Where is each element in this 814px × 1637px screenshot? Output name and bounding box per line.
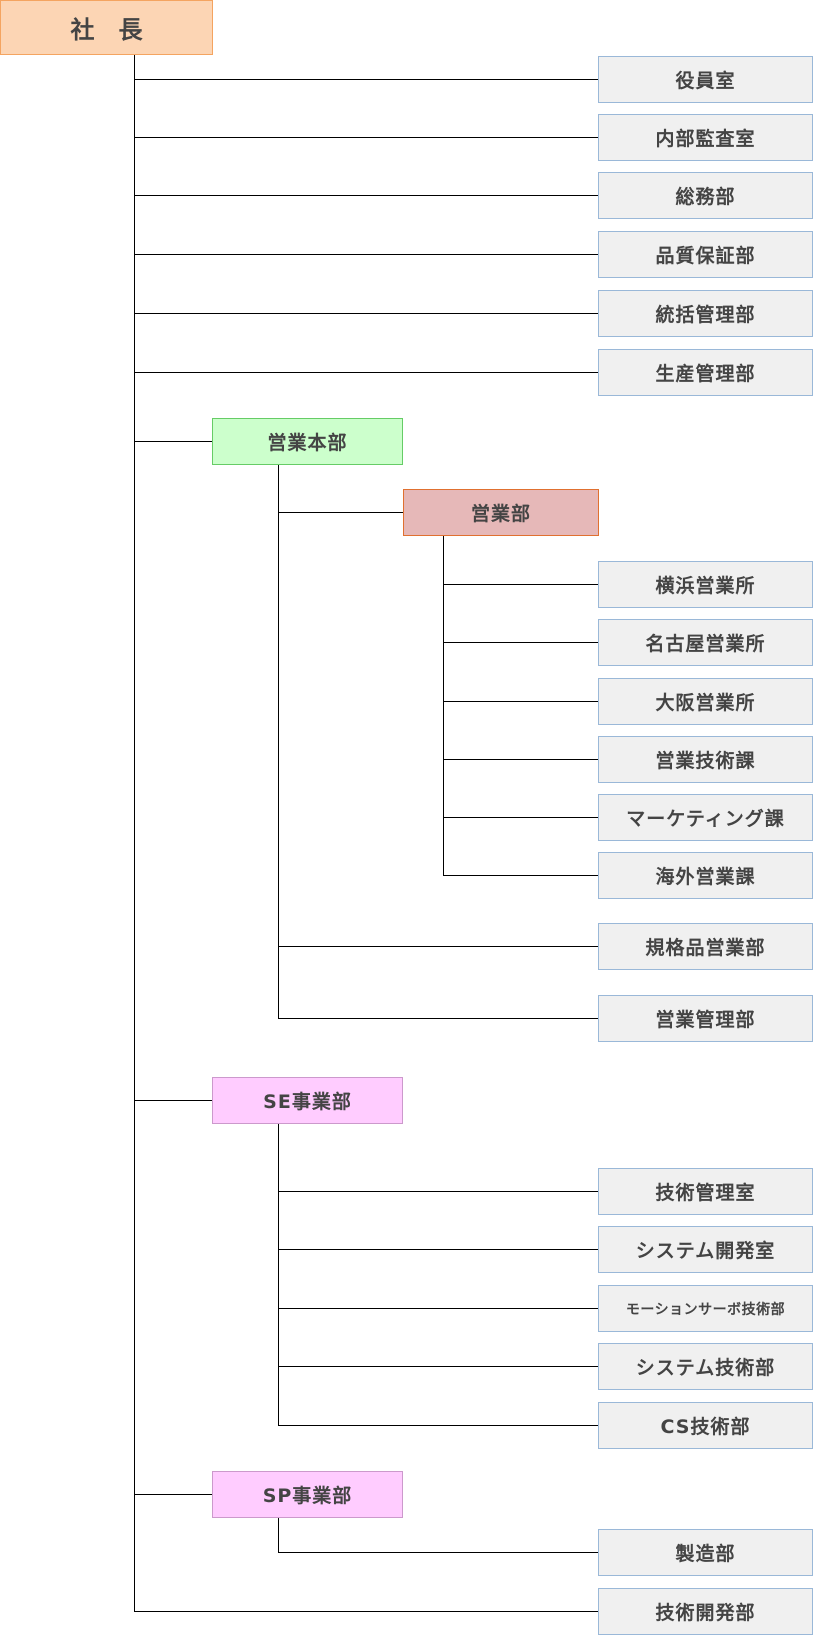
unit-label: 総務部	[675, 186, 736, 208]
unit-box-tokatsu: 統括管理部	[598, 290, 813, 337]
branch-line-cs-gijutsu	[278, 1425, 598, 1426]
unit-label: 横浜営業所	[655, 575, 756, 597]
branch-line-motion-servo	[278, 1308, 598, 1309]
sales-hq-box: 営業本部	[212, 418, 403, 465]
main-trunk-line	[134, 55, 135, 1611]
branch-line-sales-hq	[134, 441, 212, 442]
sp-division-trunk-line	[278, 1517, 279, 1552]
branch-line-gijutsu-kaihatsu	[134, 1611, 598, 1612]
branch-line-eigyo-kanri	[278, 1018, 598, 1019]
president-label: 社 長	[70, 16, 143, 44]
unit-box-gijutsu-kanri: 技術管理室	[598, 1168, 813, 1215]
branch-line-sales-dept	[278, 512, 403, 513]
branch-line-yakuinshitsu	[134, 79, 598, 80]
unit-box-yakuinshitsu: 役員室	[598, 56, 813, 103]
unit-box-eigyo-gijutsu: 営業技術課	[598, 736, 813, 783]
sales-hq-label: 営業本部	[267, 432, 348, 454]
unit-label: 規格品営業部	[645, 937, 766, 959]
branch-line-kikakuhin	[278, 946, 598, 947]
branch-line-system-kaihatsu	[278, 1249, 598, 1250]
unit-box-somu: 総務部	[598, 172, 813, 219]
branch-line-somu	[134, 195, 598, 196]
unit-box-gijutsu-kaihatsu: 技術開発部	[598, 1588, 813, 1635]
unit-label: 生産管理部	[655, 363, 756, 385]
branch-line-eigyo-gijutsu	[443, 759, 598, 760]
branch-line-marketing	[443, 817, 598, 818]
unit-label: システム開発室	[635, 1240, 776, 1262]
se-division-label: SE事業部	[263, 1091, 352, 1113]
unit-label: 役員室	[675, 70, 736, 92]
unit-label: モーションサーボ技術部	[625, 1301, 786, 1318]
sales-hq-trunk-line	[278, 465, 279, 1018]
unit-box-seizo: 製造部	[598, 1529, 813, 1576]
unit-box-cs-gijutsu: CS技術部	[598, 1402, 813, 1449]
unit-box-yokohama: 横浜営業所	[598, 561, 813, 608]
branch-line-seizo	[278, 1552, 598, 1553]
unit-label: 内部監査室	[655, 128, 756, 150]
unit-box-osaka: 大阪営業所	[598, 678, 813, 725]
unit-label: CS技術部	[660, 1416, 751, 1438]
unit-label: 営業技術課	[655, 750, 756, 772]
branch-line-gijutsu-kanri	[278, 1191, 598, 1192]
branch-line-tokatsu	[134, 313, 598, 314]
branch-line-system-gijutsu	[278, 1366, 598, 1367]
branch-line-kaigai	[443, 875, 598, 876]
unit-box-eigyo-kanri: 営業管理部	[598, 995, 813, 1042]
unit-box-kikakuhin: 規格品営業部	[598, 923, 813, 970]
unit-box-system-kaihatsu: システム開発室	[598, 1226, 813, 1273]
branch-line-osaka	[443, 701, 598, 702]
unit-label: 技術開発部	[655, 1602, 756, 1624]
branch-line-nagoya	[443, 642, 598, 643]
se-division-box: SE事業部	[212, 1077, 403, 1124]
unit-box-seisan: 生産管理部	[598, 349, 813, 396]
sales-dept-trunk-line	[443, 536, 444, 875]
president-box: 社 長	[0, 0, 213, 55]
unit-box-naibu-kansa: 内部監査室	[598, 114, 813, 161]
branch-line-sp-division	[134, 1494, 212, 1495]
unit-label: 統括管理部	[655, 304, 756, 326]
unit-label: 営業管理部	[655, 1009, 756, 1031]
unit-label: マーケティング課	[626, 808, 785, 830]
unit-label: 海外営業課	[655, 866, 756, 888]
unit-label: 製造部	[675, 1543, 736, 1565]
unit-label: 名古屋営業所	[645, 633, 766, 655]
branch-line-naibu-kansa	[134, 137, 598, 138]
sp-division-box: SP事業部	[212, 1471, 403, 1518]
branch-line-yokohama	[443, 584, 598, 585]
sales-dept-box: 営業部	[403, 489, 599, 536]
unit-label: 大阪営業所	[655, 692, 756, 714]
branch-line-hinshitsu	[134, 254, 598, 255]
unit-box-marketing: マーケティング課	[598, 794, 813, 841]
unit-label: システム技術部	[635, 1357, 776, 1379]
unit-box-nagoya: 名古屋営業所	[598, 619, 813, 666]
sales-dept-label: 営業部	[470, 503, 531, 525]
branch-line-se-division	[134, 1100, 212, 1101]
unit-box-kaigai: 海外営業課	[598, 852, 813, 899]
unit-label: 技術管理室	[655, 1182, 756, 1204]
unit-box-hinshitsu: 品質保証部	[598, 231, 813, 278]
unit-box-motion-servo: モーションサーボ技術部	[598, 1285, 813, 1332]
se-division-trunk-line	[278, 1124, 279, 1425]
sp-division-label: SP事業部	[262, 1485, 353, 1507]
unit-box-system-gijutsu: システム技術部	[598, 1343, 813, 1390]
unit-label: 品質保証部	[655, 245, 756, 267]
branch-line-seisan	[134, 372, 598, 373]
